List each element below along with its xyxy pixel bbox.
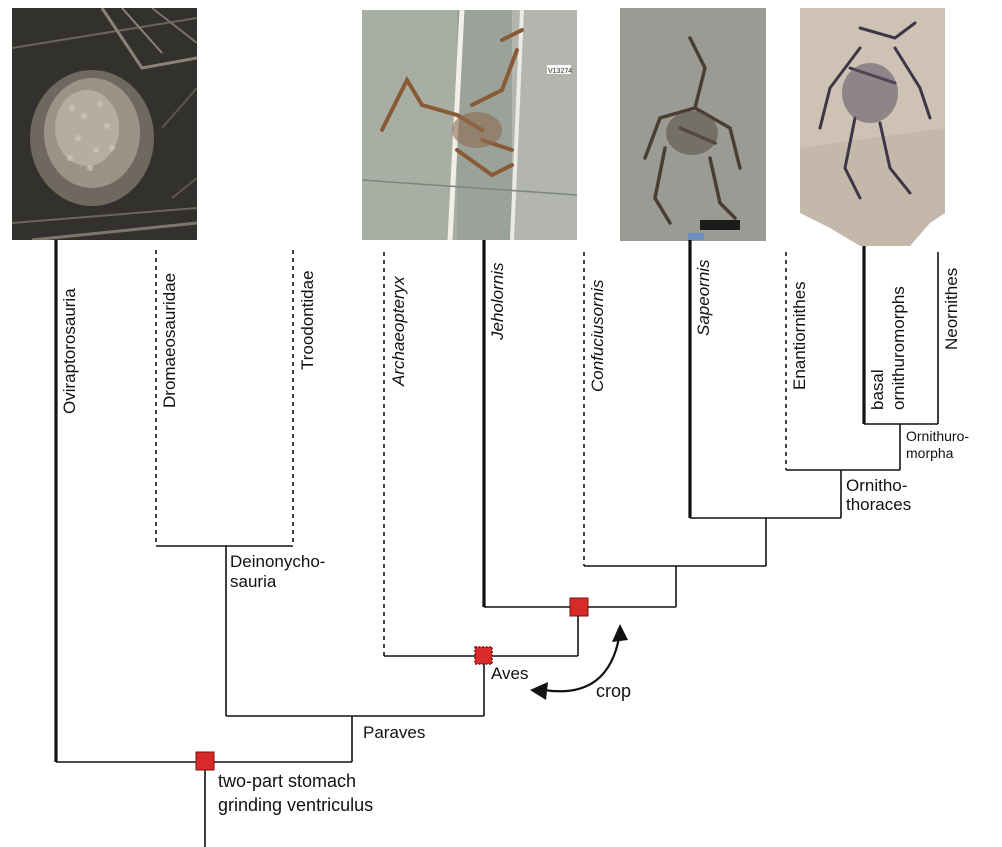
label-basal-ornithuromorphs-line2: ornithuromorphs — [889, 286, 909, 410]
label-paraves: Paraves — [363, 723, 425, 743]
label-ornithothoraces-line1: Ornitho- — [846, 476, 907, 496]
label-deinonychosauria-line2: sauria — [230, 572, 276, 592]
label-troodontidae: Troodontidae — [298, 270, 318, 370]
label-ornithuromorpha-line2: morpha — [906, 445, 953, 461]
label-neornithes: Neornithes — [942, 268, 962, 350]
label-sapeornis: Sapeornis — [694, 259, 714, 336]
label-jeholornis: Jeholornis — [488, 263, 508, 341]
label-deinonychosauria-line1: Deinonycho- — [230, 552, 325, 572]
crop-arrow-head-top — [612, 624, 628, 642]
label-archaeopteryx: Archaeopteryx — [389, 276, 409, 386]
label-stomach-line1: two-part stomach — [218, 770, 356, 792]
crop-arrow-head-left — [530, 682, 548, 700]
label-confuciusornis: Confuciusornis — [588, 280, 608, 392]
stomach-marker — [196, 752, 214, 770]
label-aves: Aves — [491, 664, 529, 684]
label-crop: crop — [596, 680, 631, 702]
label-stomach-line2: grinding ventriculus — [218, 794, 373, 816]
label-ornithothoraces-line2: thoraces — [846, 495, 911, 515]
label-basal-ornithuromorphs-line1: basal — [868, 369, 888, 410]
label-oviraptorosauria: Oviraptorosauria — [60, 288, 80, 414]
label-dromaeosauridae: Dromaeosauridae — [160, 273, 180, 408]
label-enantiornithes: Enantiornithes — [790, 281, 810, 390]
crop-marker-primary — [570, 598, 588, 616]
label-ornithuromorpha-line1: Ornithuro- — [906, 428, 969, 444]
crop-marker-uncertain — [475, 647, 492, 664]
